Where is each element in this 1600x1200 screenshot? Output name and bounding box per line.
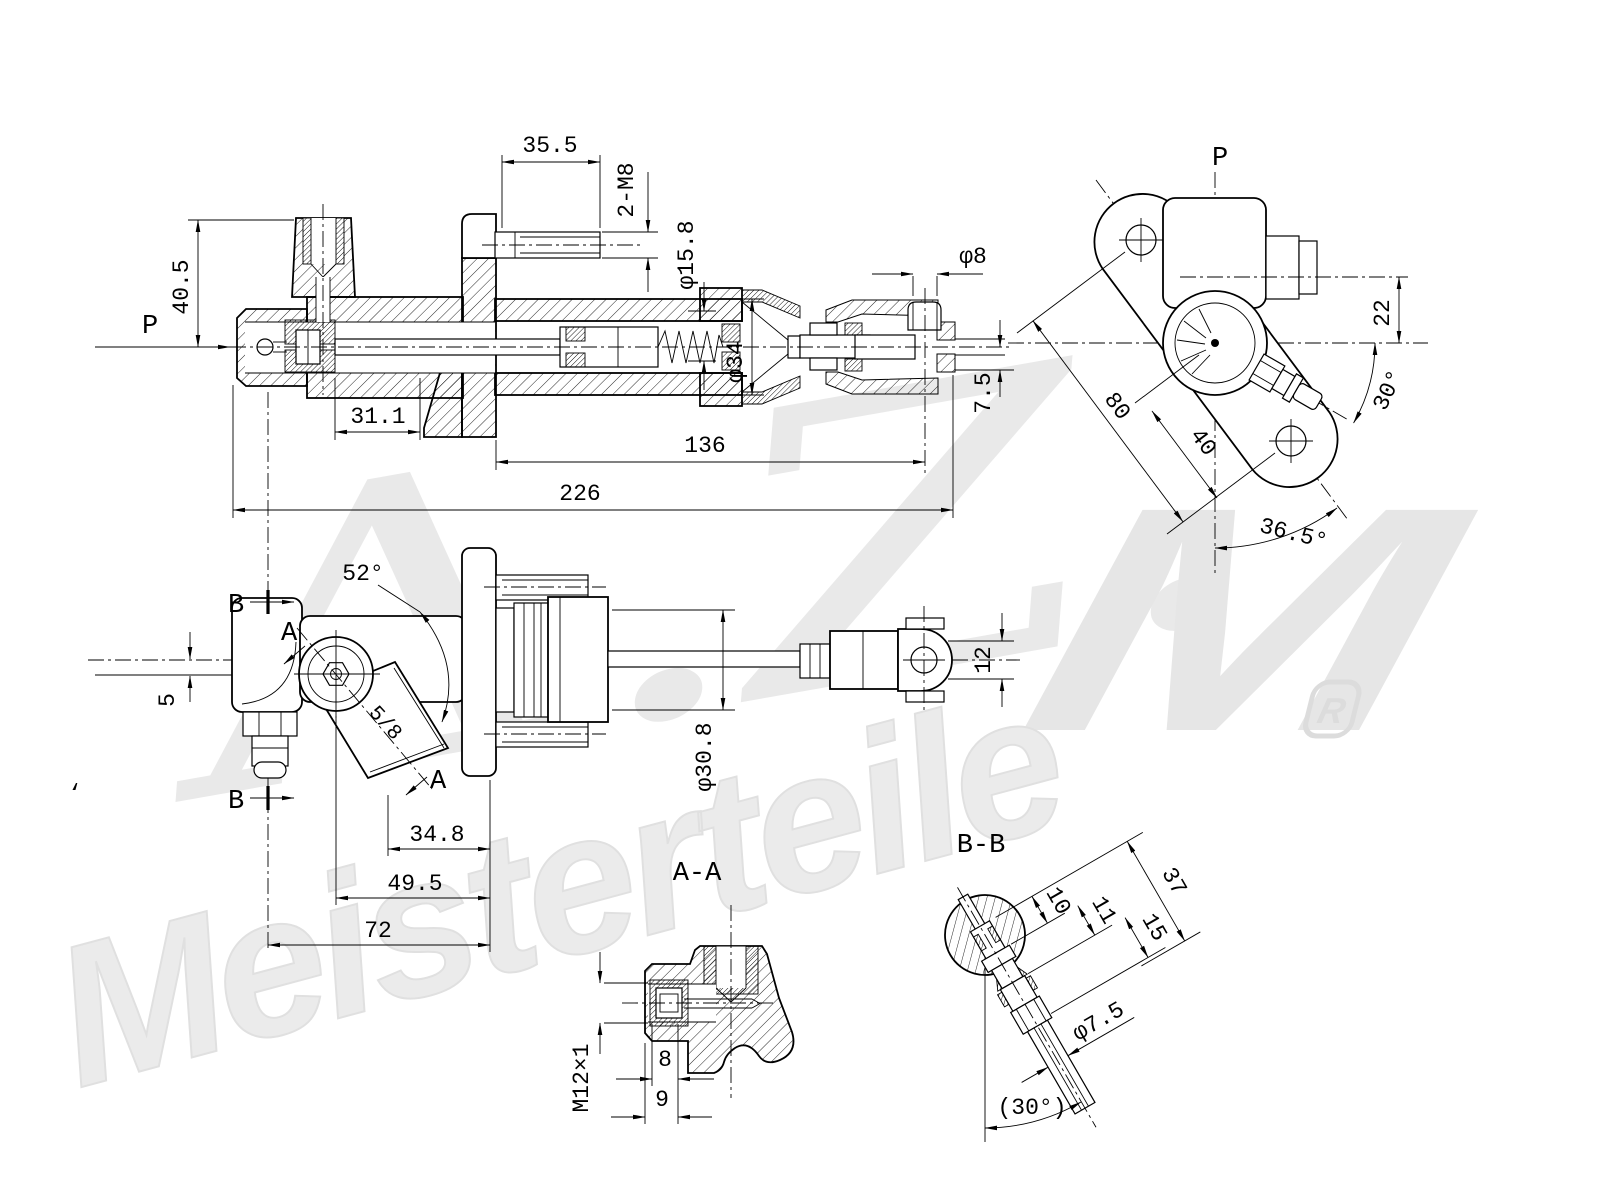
dim-40-5-label: 40.5	[169, 259, 195, 314]
bleed-fitting	[1248, 353, 1347, 420]
section-aa-title: A-A	[673, 859, 722, 889]
return-spring	[657, 329, 724, 364]
pushrod-outside	[607, 650, 801, 668]
dim-9: 9	[611, 1043, 712, 1124]
section-b-marks: B B	[228, 590, 295, 817]
dim-2m8: 2-M8	[602, 162, 658, 292]
mounting-stud	[482, 231, 640, 259]
dim-31-1-label: 31.1	[350, 404, 405, 430]
flange-plate-top	[461, 213, 497, 259]
dim-phi34: φ34	[712, 298, 764, 396]
stud-bottom	[495, 721, 589, 748]
boss-cone-lines	[1176, 308, 1212, 375]
dim-52deg-label: 52°	[342, 561, 383, 587]
dim-10-label: 10	[1040, 883, 1076, 920]
view-section-aa: A-A M12×1	[569, 859, 795, 1124]
dim-72-label: 72	[364, 918, 392, 944]
dim-30deg: 30°	[1353, 342, 1409, 424]
p-direction-arrow: P	[98, 312, 231, 350]
dim-11-label: 11	[1085, 892, 1121, 929]
view-main-section: 35.5 2-M8 40.5 φ15.8 φ34	[95, 133, 1014, 518]
dim-34-8-label: 34.8	[409, 822, 464, 848]
elbow-nut	[242, 711, 298, 737]
section-a-top-label: A	[281, 619, 298, 649]
bb-elbow-assembly: 10 11 15 37 φ7.5	[944, 831, 1201, 1128]
dim-phi15-8-label: φ15.8	[674, 220, 700, 289]
dim-49-5: 49.5	[335, 716, 491, 905]
dim-35-5-label: 35.5	[522, 133, 577, 159]
dim-phi15-8: φ15.8	[674, 220, 716, 390]
dim-phi8: φ8	[872, 244, 987, 296]
dim-136: 136	[495, 433, 926, 470]
dim-31-1: 31.1	[334, 378, 421, 440]
section-a-bottom-label: A	[430, 767, 447, 797]
dim-8-label: 8	[658, 1047, 672, 1073]
gland-top-section	[699, 287, 743, 322]
stray-mark: ‘	[68, 781, 82, 807]
barrel-ring-2	[513, 602, 549, 718]
side-port-block	[1265, 235, 1300, 300]
gland-bottom-section	[699, 372, 743, 407]
dim-5-label: 5	[155, 693, 181, 707]
dim-49-5-label: 49.5	[387, 871, 442, 897]
end-seal-top	[721, 323, 741, 343]
dim-phi34-label: φ34	[723, 341, 749, 382]
dim-72: 72	[267, 918, 491, 948]
view-p-title: P	[1212, 144, 1228, 174]
stud-top	[495, 574, 589, 601]
dim-7-5-label: 7.5	[971, 372, 997, 413]
dim-22-label: 22	[1370, 299, 1396, 327]
dim-40-5: 40.5	[169, 219, 294, 348]
pin-boss	[907, 301, 942, 331]
end-seal-bottom	[721, 351, 741, 371]
dim-22: 22	[1370, 276, 1402, 344]
dim-35-5: 35.5	[501, 133, 601, 228]
primary-seal-assembly	[284, 319, 336, 373]
dim-52deg: 52°	[342, 561, 450, 723]
dim-34-8: 34.8	[387, 780, 491, 952]
barrel-collar	[547, 596, 609, 723]
dim-2m8-label: 2-M8	[614, 162, 640, 217]
dim-phi7-5-label: φ7.5	[1068, 997, 1129, 1047]
dim-30deg-bb-label: (30°)	[997, 1095, 1066, 1121]
dim-37-label: 37	[1155, 863, 1191, 900]
section-bb-title: B-B	[957, 831, 1006, 861]
view-section-bb: B-B	[944, 831, 1201, 1142]
dim-7-5: 7.5	[955, 320, 1014, 414]
section-b-top-label: B	[228, 591, 244, 621]
dim-15-label: 15	[1136, 909, 1172, 946]
dim-phi30-8: φ30.8	[612, 609, 735, 792]
barrel-ring-1	[495, 607, 515, 713]
side-port-cap	[1298, 240, 1318, 295]
view-side: 5/8 B	[88, 392, 1020, 952]
flange-plate	[461, 547, 497, 777]
watermark-m-logo: M	[998, 441, 1500, 798]
dim-phi30-8-label: φ30.8	[692, 722, 718, 791]
p-direction-label: P	[142, 312, 158, 342]
dim-5: 5	[155, 632, 193, 707]
section-b-bottom-label: B	[228, 787, 244, 817]
dim-30deg-bb: (30°)	[984, 1095, 1082, 1131]
dim-8: 8	[616, 1024, 714, 1086]
dim-12-label: 12	[971, 646, 997, 674]
dim-12: 12	[948, 613, 1014, 707]
dim-phi8-label: φ8	[959, 244, 987, 270]
reservoir-port	[302, 217, 345, 322]
dim-226-label: 226	[559, 481, 600, 507]
section-a-marks: A A	[281, 619, 447, 797]
dim-136-label: 136	[684, 433, 725, 459]
rod-hex	[799, 643, 831, 679]
dim-9-label: 9	[655, 1087, 669, 1113]
dim-m12-label: M12×1	[569, 1043, 595, 1112]
dim-m12: M12×1	[569, 952, 648, 1113]
dim-226: 226	[232, 375, 954, 518]
dim-30deg-label: 30°	[1368, 366, 1409, 415]
damper-block	[829, 630, 899, 690]
hose-nipple	[251, 735, 289, 767]
